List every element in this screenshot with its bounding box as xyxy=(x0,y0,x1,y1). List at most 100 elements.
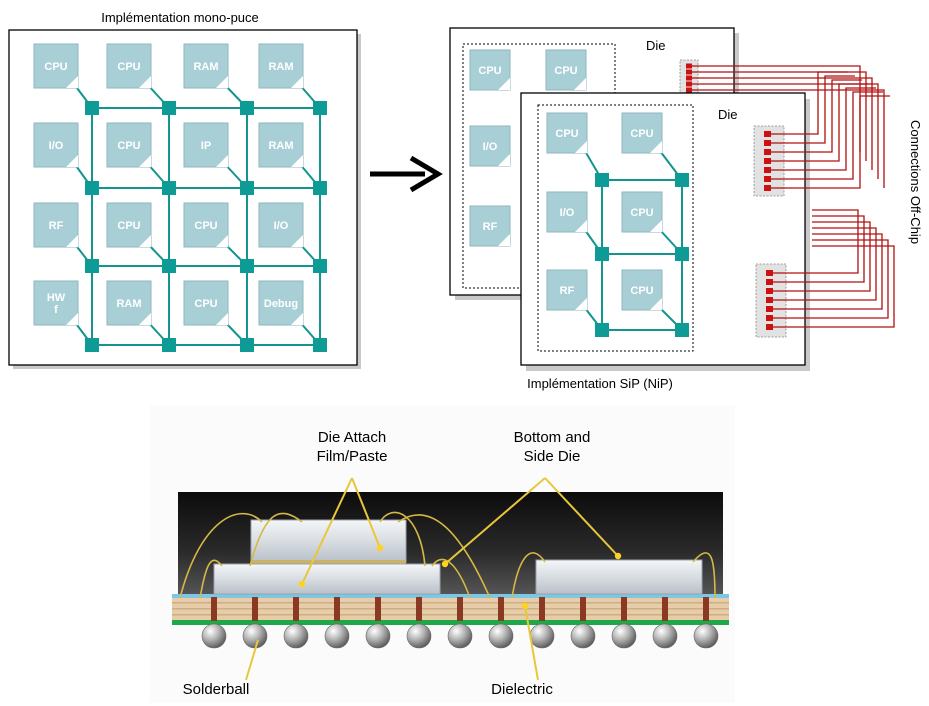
back-die-pads xyxy=(686,63,692,93)
off-chip-wire xyxy=(773,209,859,274)
core-label: Debug xyxy=(264,298,298,310)
core-label: RAM xyxy=(116,298,141,310)
core-label: I/O xyxy=(483,141,498,153)
core-label: IP xyxy=(201,140,211,152)
core-label: CPU xyxy=(630,128,653,140)
off-chip-wire xyxy=(771,71,848,135)
core-corner-fold xyxy=(216,313,228,325)
core-label: CPU xyxy=(117,140,140,152)
io-pad xyxy=(686,63,692,69)
transform-arrow xyxy=(370,155,443,193)
front-die-core: CPU xyxy=(621,191,663,233)
router-node xyxy=(162,338,176,352)
core-label: CPU xyxy=(194,220,217,232)
core-label: RF xyxy=(483,221,498,233)
router-node xyxy=(675,323,689,337)
core-label: f xyxy=(54,304,58,316)
io-pad xyxy=(686,87,692,93)
router-node xyxy=(85,338,99,352)
callout-stars xyxy=(298,544,622,610)
solder-balls xyxy=(201,623,719,649)
io-pad xyxy=(766,297,773,303)
core-corner-fold xyxy=(650,220,662,232)
back-die-label: Die xyxy=(646,38,666,53)
core-label: RF xyxy=(560,285,575,297)
core-corner-fold xyxy=(216,235,228,247)
solder-ball xyxy=(693,623,719,649)
front-die-interconnect xyxy=(584,150,689,337)
substrate-top-layer xyxy=(172,594,729,598)
core-label: I/O xyxy=(560,207,575,219)
via xyxy=(293,597,299,621)
router-node xyxy=(162,259,176,273)
core-corner-fold xyxy=(139,313,151,325)
io-pad xyxy=(764,149,771,155)
core-block xyxy=(469,125,511,167)
core-block xyxy=(621,191,663,233)
core-corner-fold xyxy=(575,141,587,153)
mono-core: RF xyxy=(33,202,79,248)
via xyxy=(498,597,504,621)
mono-core: CPU xyxy=(183,202,229,248)
router-node xyxy=(240,181,254,195)
core-block xyxy=(546,269,588,311)
io-pad xyxy=(764,140,771,146)
solder-ball xyxy=(488,623,514,649)
via xyxy=(539,597,545,621)
back-die-core: RF xyxy=(469,205,511,247)
core-corner-fold xyxy=(291,76,303,88)
io-pad xyxy=(686,75,692,81)
solder-ball xyxy=(201,623,227,649)
callout-lines xyxy=(245,477,619,681)
io-pad xyxy=(766,288,773,294)
front-die-core: RF xyxy=(546,269,588,311)
mono-core: CPU xyxy=(106,122,152,168)
off-chip-wire xyxy=(773,221,871,292)
core-corner-fold xyxy=(66,76,78,88)
core-label: RAM xyxy=(193,61,218,73)
core-corner-fold xyxy=(66,313,78,325)
core-block xyxy=(546,112,588,154)
substrate xyxy=(172,597,729,621)
router-node xyxy=(240,338,254,352)
via xyxy=(457,597,463,621)
mono-core: CPU xyxy=(183,280,229,326)
off-chip-wire xyxy=(773,215,865,283)
back-die-core: I/O xyxy=(469,125,511,167)
off-chip-wire xyxy=(773,239,889,319)
router-node xyxy=(85,259,99,273)
mono-core: RAM xyxy=(106,280,152,326)
router-node xyxy=(240,259,254,273)
core-corner-fold xyxy=(139,235,151,247)
core-label: RAM xyxy=(268,61,293,73)
off-chip-wire xyxy=(771,91,883,180)
core-label: CPU xyxy=(630,207,653,219)
core-block xyxy=(33,43,79,89)
mono-core: Debug xyxy=(258,280,304,326)
core-block xyxy=(546,191,588,233)
router-node xyxy=(162,181,176,195)
core-label: RAM xyxy=(268,140,293,152)
off-chip-wire xyxy=(771,79,862,153)
io-pad xyxy=(764,176,771,182)
via xyxy=(416,597,422,621)
off-chip-wire xyxy=(773,227,877,301)
core-label: CPU xyxy=(194,298,217,310)
mono-core: RAM xyxy=(258,43,304,89)
core-block xyxy=(33,122,79,168)
mono-chip-interconnect xyxy=(73,83,327,352)
via xyxy=(662,597,668,621)
via xyxy=(703,597,709,621)
via xyxy=(211,597,217,621)
off-chip-wire xyxy=(771,87,876,171)
io-pad xyxy=(766,324,773,330)
mono-core: CPU xyxy=(33,43,79,89)
core-label: I/O xyxy=(274,220,289,232)
mono-core: CPU xyxy=(106,43,152,89)
sip-caption: Implémentation SiP (NiP) xyxy=(527,376,673,391)
core-corner-fold xyxy=(291,155,303,167)
core-corner-fold xyxy=(66,155,78,167)
io-pad xyxy=(764,185,771,191)
